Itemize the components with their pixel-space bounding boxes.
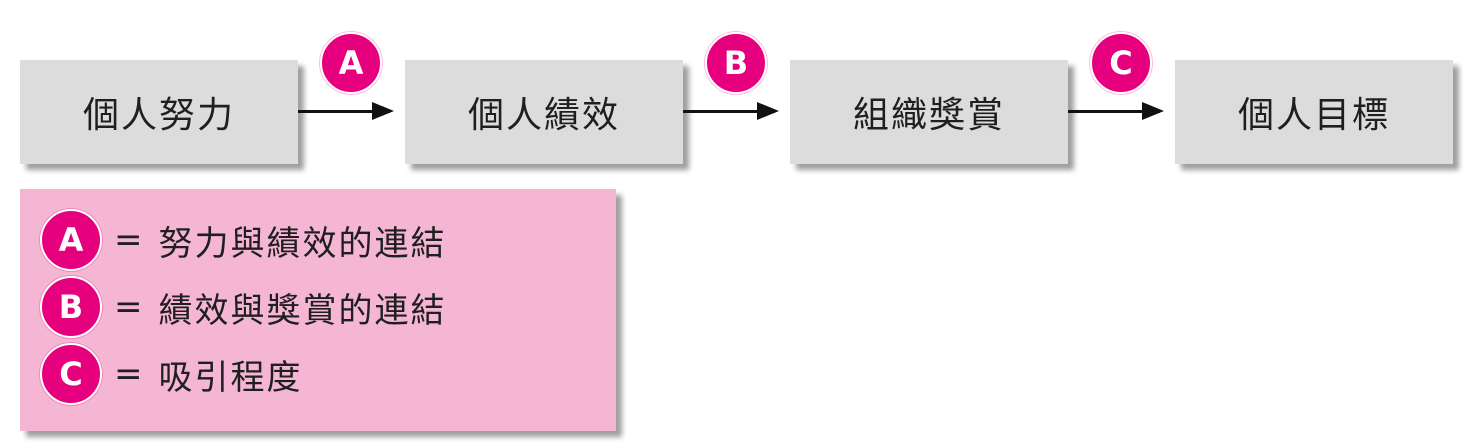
legend-marker-b-badge: B xyxy=(40,276,102,338)
box-label: 個人目標 xyxy=(1237,95,1390,136)
arrow-effort-to-performance xyxy=(298,102,394,120)
box-label: 個人績效 xyxy=(467,95,620,136)
marker-a-badge: A xyxy=(320,32,382,94)
box-label: 個人努力 xyxy=(82,95,235,136)
marker-c-badge: C xyxy=(1090,32,1152,94)
arrow-performance-to-rewards xyxy=(683,102,779,120)
box-label: 組織獎賞 xyxy=(852,95,1005,136)
marker-letter: B xyxy=(58,288,84,326)
marker-b-badge: B xyxy=(705,32,767,94)
legend-row-b: B = 績效與獎賞的連結 xyxy=(40,276,447,338)
marker-letter: B xyxy=(723,44,749,82)
legend-description: 吸引程度 xyxy=(158,357,303,398)
marker-letter: C xyxy=(59,355,83,393)
box-organizational-rewards: 組織獎賞 xyxy=(790,60,1068,164)
legend-equals: = xyxy=(114,287,143,327)
marker-letter: C xyxy=(1109,44,1133,82)
legend-equals: = xyxy=(114,354,143,394)
legend-description: 努力與績效的連結 xyxy=(158,223,447,264)
box-individual-performance: 個人績效 xyxy=(405,60,683,164)
marker-letter: A xyxy=(58,221,84,259)
legend-row-c: C = 吸引程度 xyxy=(40,343,303,405)
legend-equals: = xyxy=(114,220,143,260)
marker-letter: A xyxy=(338,44,364,82)
box-individual-effort: 個人努力 xyxy=(20,60,298,164)
legend-marker-a-badge: A xyxy=(40,209,102,271)
legend-panel: A = 努力與績效的連結 B = 績效與獎賞的連結 C = 吸引程度 xyxy=(20,189,616,431)
legend-row-a: A = 努力與績效的連結 xyxy=(40,209,447,271)
legend-marker-c-badge: C xyxy=(40,343,102,405)
arrow-rewards-to-goals xyxy=(1068,102,1164,120)
legend-description: 績效與獎賞的連結 xyxy=(158,290,447,331)
box-individual-goals: 個人目標 xyxy=(1175,60,1453,164)
